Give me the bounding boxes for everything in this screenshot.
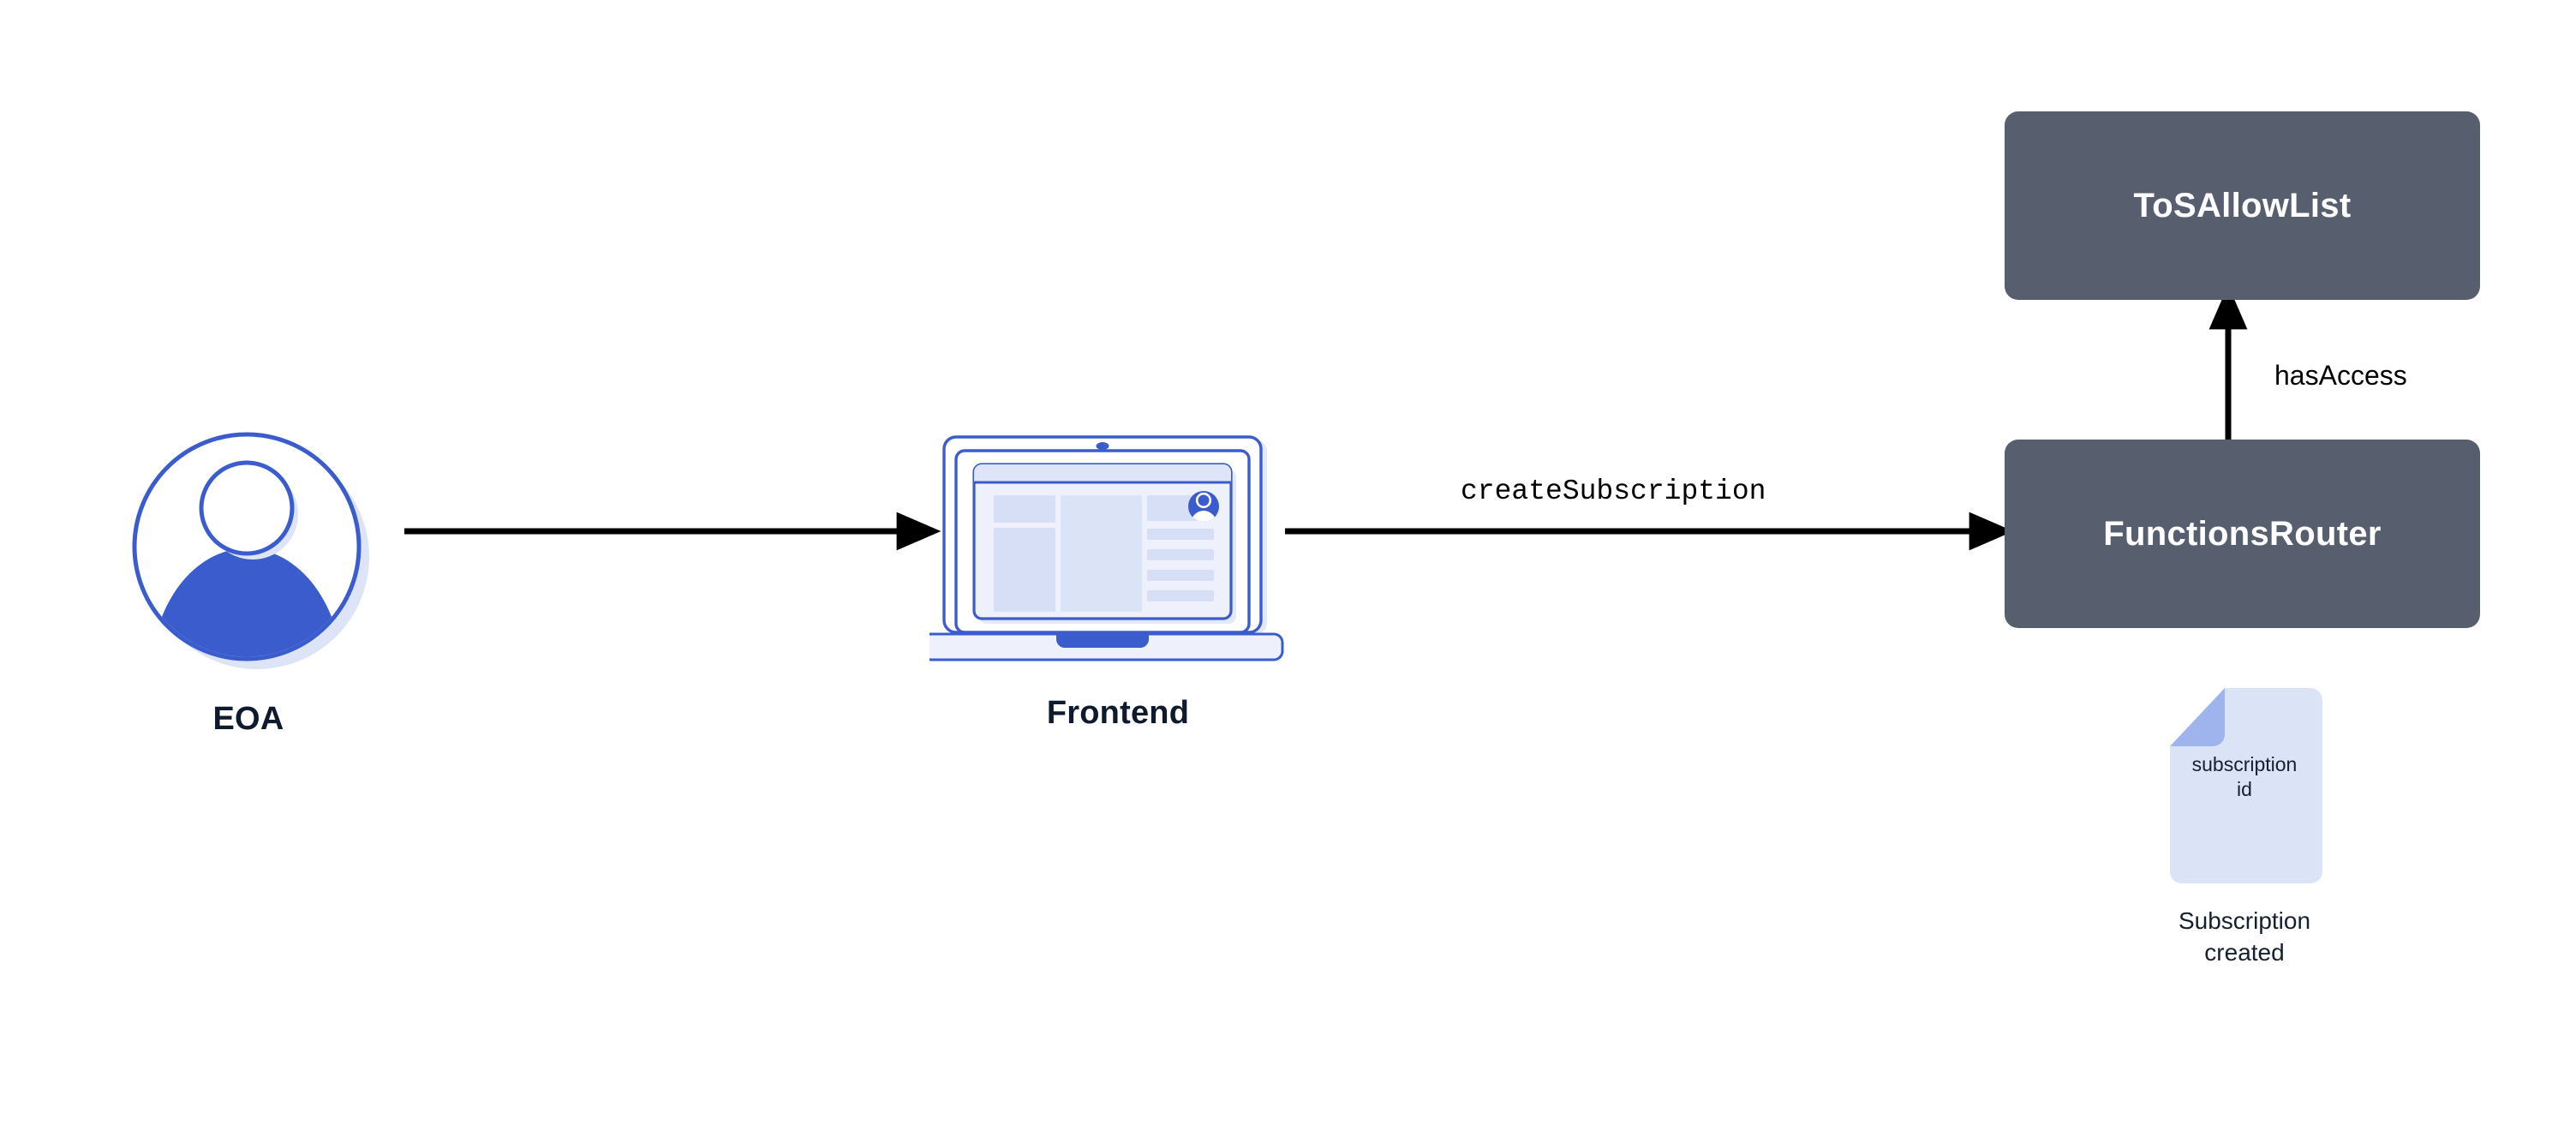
node-label-functions-router: FunctionsRouter bbox=[2103, 514, 2382, 553]
node-label-tos-allow-list: ToSAllowList bbox=[2133, 186, 2352, 224]
edge-label-create-subscription: createSubscription bbox=[1461, 476, 1766, 507]
document-icon: subscription id bbox=[2163, 685, 2326, 887]
screen-avatar-icon bbox=[1188, 491, 1219, 522]
user-avatar-icon bbox=[120, 420, 377, 677]
node-frontend[interactable]: Frontend bbox=[921, 424, 1306, 732]
edge-label-has-access: hasAccess bbox=[2274, 360, 2407, 391]
laptop-icon bbox=[921, 424, 1306, 673]
node-tos-allow-list[interactable]: ToSAllowList bbox=[2005, 111, 2480, 300]
node-subscription-document[interactable]: subscription id Subscription created bbox=[2146, 685, 2343, 969]
node-eoa[interactable]: EOA bbox=[120, 420, 377, 738]
node-functions-router[interactable]: FunctionsRouter bbox=[2005, 440, 2480, 628]
node-label-frontend: Frontend bbox=[1046, 695, 1190, 731]
node-label-subscription-created: Subscription created bbox=[2178, 907, 2311, 966]
document-inner-text: subscription id bbox=[2163, 752, 2326, 803]
node-label-eoa: EOA bbox=[212, 701, 284, 737]
document-inner-text-line-1: subscription bbox=[2191, 753, 2298, 775]
document-inner-text-line-2: id bbox=[2237, 778, 2252, 801]
